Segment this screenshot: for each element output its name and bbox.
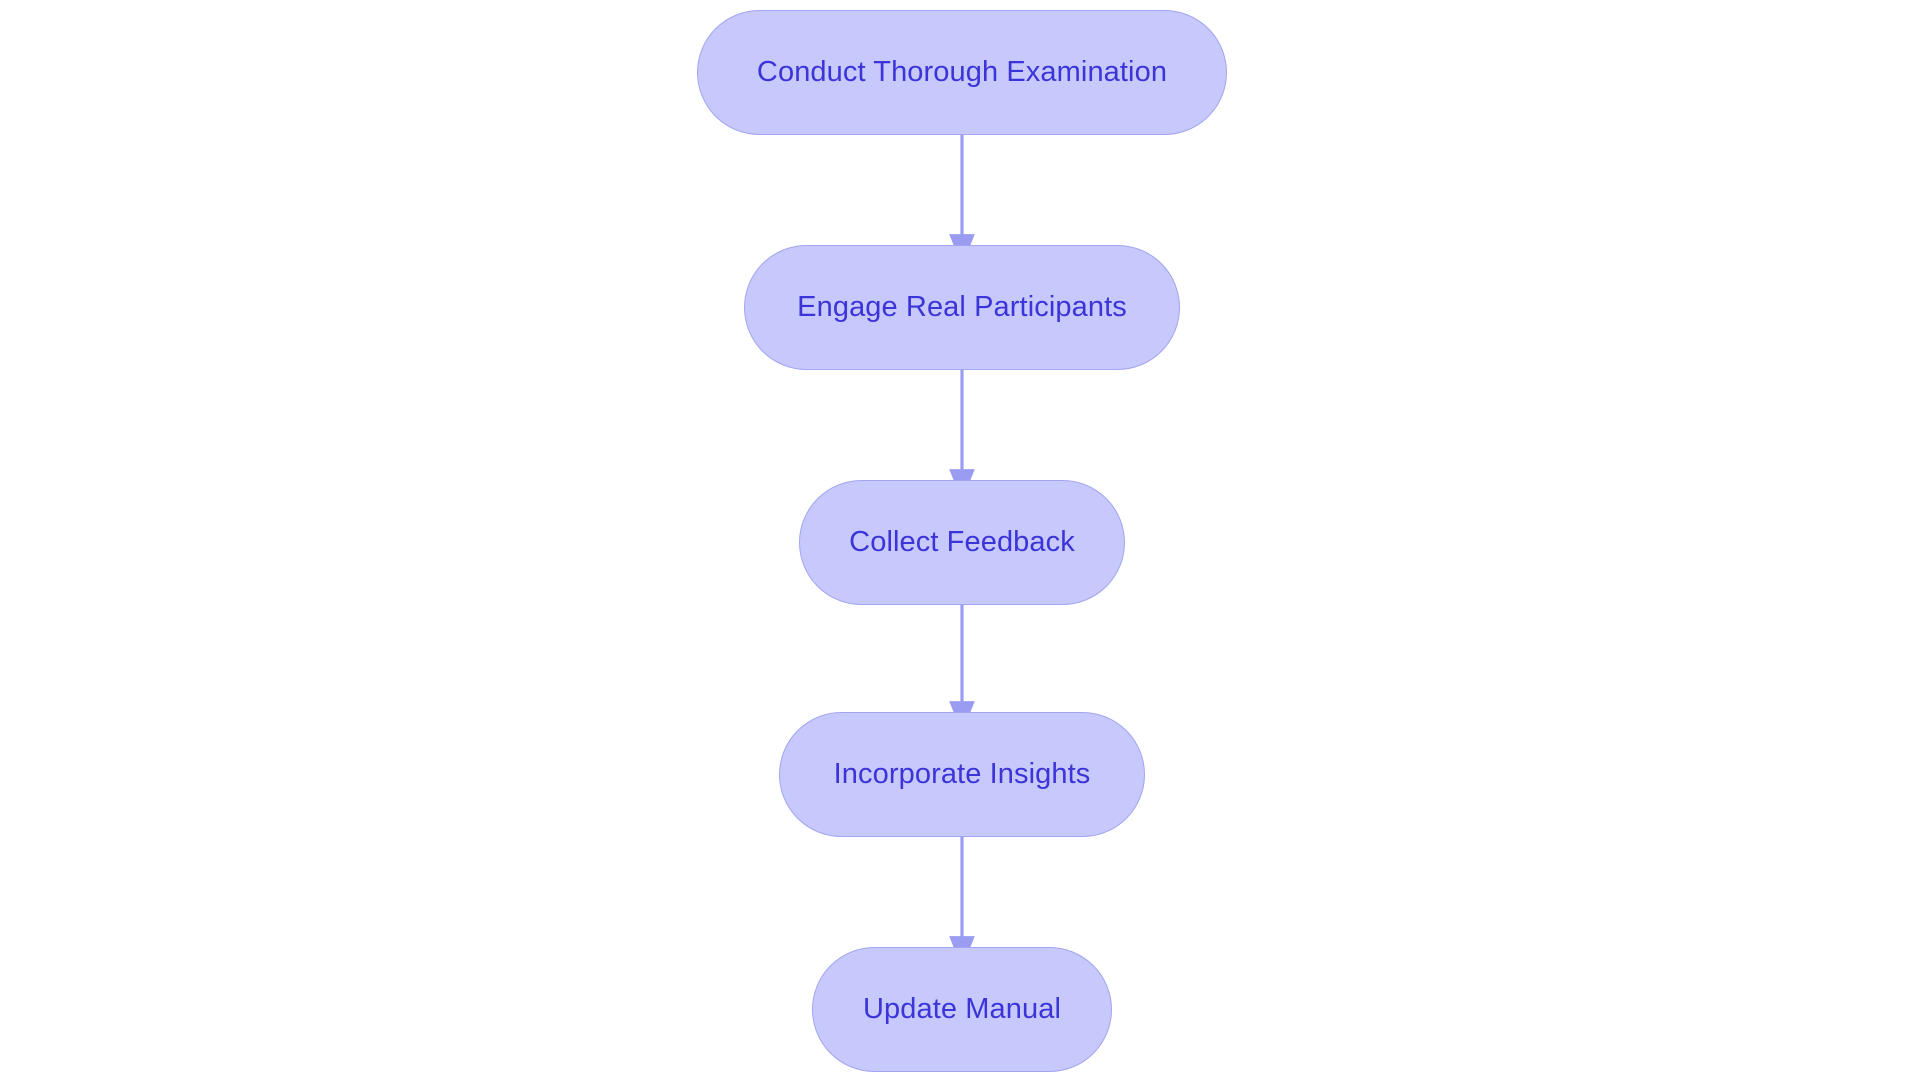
flow-node-label: Update Manual	[863, 993, 1061, 1026]
flow-node-label: Collect Feedback	[849, 526, 1075, 559]
flow-node-label: Conduct Thorough Examination	[756, 56, 1168, 89]
flow-node-update-manual[interactable]: Update Manual	[812, 947, 1112, 1072]
flow-node-conduct-thorough-examination[interactable]: Conduct Thorough Examination	[697, 10, 1227, 135]
flow-node-engage-real-participants[interactable]: Engage Real Participants	[744, 245, 1180, 370]
flow-node-incorporate-insights[interactable]: Incorporate Insights	[779, 712, 1145, 837]
flow-node-collect-feedback[interactable]: Collect Feedback	[799, 480, 1125, 605]
flow-node-label: Incorporate Insights	[833, 758, 1091, 791]
flow-node-label: Engage Real Participants	[797, 291, 1127, 324]
